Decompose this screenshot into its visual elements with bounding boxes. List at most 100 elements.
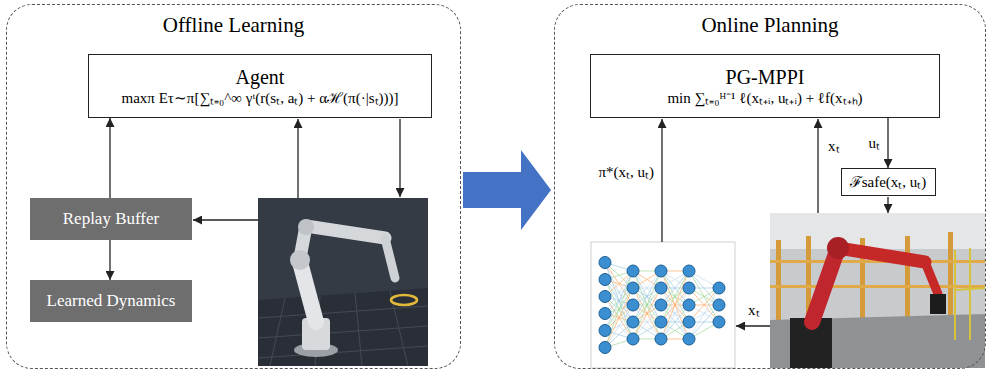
- network-neuron: [599, 274, 611, 286]
- illustration-part: [954, 250, 956, 340]
- network-link: [661, 271, 689, 322]
- edge-label: uₜ: [867, 134, 883, 152]
- illustration-part: [955, 288, 985, 290]
- process-box: Learned Dynamics: [30, 280, 192, 322]
- connector-group: [110, 118, 888, 280]
- flow-arrow: [887, 118, 888, 168]
- box-title: PG-MPPI: [726, 65, 805, 89]
- illustration-part: [258, 326, 428, 338]
- network-neuron: [599, 342, 611, 354]
- formula-text: maxπ Eτ∼π[∑ₜ₌₀^∞ γᵗ(r(sₜ, aₜ) + αℋ(π(·|s…: [122, 89, 399, 107]
- illustration-part: [955, 248, 985, 340]
- illustration-part: [258, 291, 428, 366]
- illustration-part: [399, 119, 400, 197]
- formula-text: min ∑ₜ₌₀ᴴ⁻¹ ℓ(xₜ₊ᵢ, uₜ₊ᵢ) + ℓf(xₜ₊ₕ): [667, 89, 862, 107]
- illustration-part: [193, 219, 258, 220]
- network-neuron: [655, 282, 667, 294]
- illustration-part: [817, 119, 818, 213]
- signal-label: xₜ: [826, 137, 842, 155]
- network-link: [633, 271, 661, 322]
- illustration-part: [290, 250, 310, 270]
- illustration-part: [838, 248, 925, 262]
- illustration-part: [258, 198, 428, 366]
- illustration-part: [258, 288, 428, 366]
- network-neuron: [683, 299, 695, 311]
- network-link: [689, 288, 719, 339]
- network-neuron: [655, 265, 667, 277]
- illustration-part: [827, 237, 849, 259]
- network-neuron: [627, 299, 639, 311]
- network-link: [633, 288, 661, 339]
- formula-text: ℱsafe(xₜ, uₜ): [850, 173, 927, 191]
- panel-title: Offline Learning: [163, 13, 304, 38]
- illustration-part: [661, 119, 662, 242]
- illustration-part: [391, 295, 417, 305]
- network-neuron: [655, 299, 667, 311]
- flow-wires: [193, 119, 888, 326]
- illustration-part: [298, 219, 314, 235]
- illustration-part: [770, 213, 985, 368]
- network-neuron: [683, 316, 695, 328]
- network-neuron: [655, 316, 667, 328]
- network-neuron: [627, 282, 639, 294]
- network-link: [633, 271, 661, 322]
- network-neuron: [683, 282, 695, 294]
- illustration-part: [258, 346, 428, 358]
- robot-photo: [770, 213, 985, 368]
- network-neuron: [599, 291, 611, 303]
- illustration-part: [925, 262, 938, 294]
- network-link: [689, 271, 719, 322]
- illustration-part: [355, 293, 362, 366]
- network-link: [661, 288, 689, 339]
- illustration-part: [300, 262, 316, 322]
- network-neuron: [599, 308, 611, 320]
- network-link: [633, 288, 661, 339]
- transfer-arrow: [463, 150, 551, 230]
- illustration-part: [776, 232, 953, 320]
- flow-arrow: [109, 240, 110, 280]
- box-title: Agent: [236, 65, 285, 89]
- stage-panel: Offline LearningAgentmaxπ Eτ∼π[∑ₜ₌₀^∞ γᵗ…: [6, 4, 461, 369]
- network-link: [661, 271, 689, 322]
- illustration-part: [969, 248, 971, 340]
- process-box: Replay Buffer: [30, 198, 192, 240]
- box-label: Replay Buffer: [63, 209, 159, 229]
- network-neuron: [599, 325, 611, 337]
- stage-panel: Online PlanningPG-MPPImin ∑ₜ₌₀ᴴ⁻¹ ℓ(xₜ₊ᵢ…: [554, 4, 986, 369]
- box-label: Learned Dynamics: [47, 291, 176, 311]
- network-neuron: [713, 282, 725, 294]
- neural-network-figure: [591, 242, 735, 368]
- flow-arrow: [109, 118, 110, 198]
- network-link: [661, 288, 689, 339]
- planner-box: PG-MPPImin ∑ₜ₌₀ᴴ⁻¹ ℓ(xₜ₊ᵢ, uₜ₊ᵢ) + ℓf(xₜ…: [590, 54, 940, 118]
- network-neuron: [627, 316, 639, 328]
- illustration-part: [812, 248, 838, 322]
- network-neuron: [655, 333, 667, 345]
- illustration-part: [591, 242, 735, 368]
- illustration-part: [948, 232, 953, 318]
- illustration-part: [270, 298, 285, 366]
- illustration-part: [736, 325, 770, 326]
- network-neuron: [713, 299, 725, 311]
- signal-label: xₜ: [746, 301, 762, 319]
- illustration-part: [770, 260, 985, 288]
- simulation-render: [258, 198, 428, 366]
- illustration-part: [770, 314, 985, 368]
- network-neuron: [599, 257, 611, 269]
- safety-filter-box: ℱsafe(xₜ, uₜ): [841, 168, 936, 196]
- panel-title: Online Planning: [701, 13, 838, 38]
- network-graph: [599, 257, 725, 354]
- illustration-part: [776, 240, 781, 320]
- network-neuron: [683, 333, 695, 345]
- illustration-part: [297, 119, 298, 198]
- illustration-part: [258, 306, 428, 318]
- network-neuron: [713, 316, 725, 328]
- illustration-part: [930, 294, 946, 314]
- illustration-part: [905, 236, 910, 318]
- illustration-part: [385, 238, 395, 278]
- illustration-part: [887, 197, 888, 213]
- agent-box: Agentmaxπ Eτ∼π[∑ₜ₌₀^∞ γᵗ(r(sₜ, aₜ) + αℋ(…: [88, 54, 432, 118]
- illustration-part: [770, 285, 985, 288]
- network-neuron: [627, 265, 639, 277]
